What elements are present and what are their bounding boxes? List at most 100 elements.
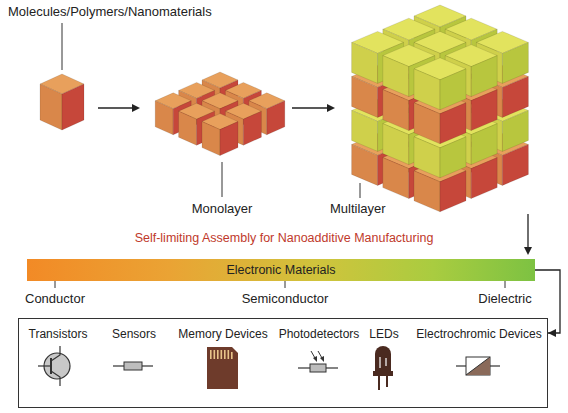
led-leg <box>378 376 380 390</box>
contact <box>224 350 226 359</box>
cube-right <box>471 124 497 165</box>
leader-line <box>360 183 361 198</box>
contact <box>217 350 219 359</box>
scale-tick <box>55 281 56 288</box>
device-label: Memory Devices <box>178 327 267 341</box>
material-band: Electronic Materials <box>27 259 535 281</box>
cube-right <box>502 42 528 83</box>
cube-right <box>62 84 84 130</box>
scale-label: Semiconductor <box>242 291 329 307</box>
contact <box>214 350 216 359</box>
contact <box>210 350 212 359</box>
cube-right <box>471 158 497 199</box>
memory-card-body <box>207 347 238 389</box>
sensor-lead <box>142 365 153 366</box>
material-label: Molecules/Polymers/Nanomaterials <box>8 4 212 20</box>
photodetector-body <box>310 364 326 372</box>
cube-left <box>414 69 440 110</box>
contact <box>221 350 223 359</box>
cube <box>414 58 466 110</box>
cube-left <box>352 144 378 185</box>
device-label: Sensors <box>112 327 156 341</box>
stage-label: Multilayer <box>330 201 386 217</box>
process-arrow <box>527 214 528 248</box>
contact <box>228 350 230 359</box>
led-leg <box>386 376 388 387</box>
photodetector-lead <box>298 367 310 368</box>
electrochromic-symbol <box>456 357 500 375</box>
sensor-body <box>124 362 142 370</box>
cube-left <box>383 124 409 165</box>
scale-tick <box>285 281 286 288</box>
memory-card-contacts <box>210 350 233 359</box>
leader-line <box>62 23 63 70</box>
cube-left <box>414 103 440 144</box>
transistor-lead <box>51 371 60 386</box>
memory-card-symbol <box>207 347 238 389</box>
cube-left <box>383 158 409 199</box>
cube-right <box>440 171 466 212</box>
cube-right <box>502 76 528 117</box>
cube-left <box>352 42 378 83</box>
transistor-lead <box>51 346 60 361</box>
device-label: LEDs <box>369 327 398 341</box>
cube-right <box>471 90 497 131</box>
cube-left <box>202 122 220 156</box>
led-dome <box>375 346 391 372</box>
cube-left <box>352 110 378 151</box>
sensor-symbol <box>113 362 153 370</box>
led-detail <box>379 357 380 368</box>
cube-left <box>155 101 173 135</box>
cube-right <box>220 122 238 156</box>
arrow-head <box>132 104 140 112</box>
electrochromic-lead <box>456 365 466 366</box>
light-arrow-head <box>313 356 317 362</box>
cube <box>202 114 238 156</box>
cube-right <box>440 69 466 110</box>
cube-left <box>414 171 440 212</box>
led-rim <box>373 371 393 376</box>
cube-right <box>267 101 285 135</box>
contact <box>231 352 233 359</box>
device-label: Transistors <box>29 327 88 341</box>
device-panel: Transistors Sensors Memory Devices Photodet… <box>18 318 548 408</box>
process-title: Self-limiting Assembly for Nanoadditive … <box>135 231 434 246</box>
electrochromic-fill <box>466 357 490 375</box>
transistor-symbol <box>38 346 70 386</box>
electrochromic-body <box>466 357 490 375</box>
cube-illustration <box>40 5 528 212</box>
cube-right <box>502 144 528 185</box>
led-detail <box>385 358 386 366</box>
led-symbol <box>373 346 393 390</box>
cube-right <box>440 137 466 178</box>
scale-tick <box>505 281 506 288</box>
cube <box>40 74 84 130</box>
electrochromic-lead <box>490 365 500 366</box>
light-arrow <box>311 351 315 358</box>
cube-left <box>383 90 409 131</box>
device-label: Electrochromic Devices <box>416 327 541 341</box>
cube-left <box>383 56 409 97</box>
stage-label: Monolayer <box>192 201 253 217</box>
process-arrow <box>98 107 133 108</box>
cube-left <box>40 84 62 130</box>
cube-left <box>352 76 378 117</box>
device-label: Photodetectors <box>279 327 360 341</box>
band-label: Electronic Materials <box>226 263 335 278</box>
light-arrow <box>318 351 322 358</box>
leader-line <box>222 162 223 197</box>
sensor-lead <box>113 365 124 366</box>
cube-left <box>179 111 197 145</box>
transistor-gate <box>38 365 51 366</box>
arrow-head <box>524 247 532 255</box>
cube-right <box>440 103 466 144</box>
process-arrow <box>292 107 328 108</box>
cube-right <box>502 110 528 151</box>
arrow-head <box>327 104 335 112</box>
scale-label: Conductor <box>25 291 85 307</box>
light-arrow-head <box>320 356 324 362</box>
cube-left <box>414 137 440 178</box>
